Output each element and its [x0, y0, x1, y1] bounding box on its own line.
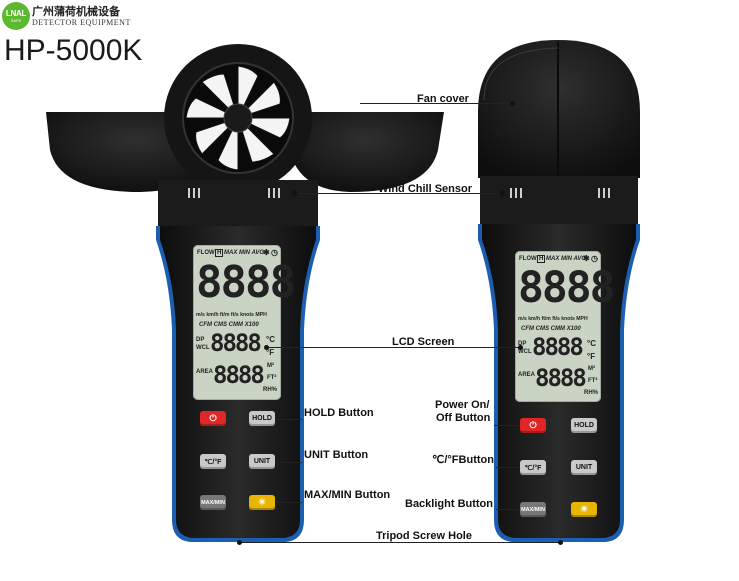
power-icon: ⏻ — [209, 413, 217, 423]
lcd-flow-units: CFM CMS CMM X100 — [199, 322, 259, 328]
lcd-main-digits: 8888 — [196, 257, 296, 308]
lcd-hold-indicator: H — [215, 249, 224, 257]
bulb-icon: ☀ — [257, 497, 267, 507]
lcd-modes-label: MAX MIN AVG — [546, 256, 586, 262]
left-unit-button[interactable]: UNIT — [249, 454, 275, 469]
callout-hold-button: HOLD Button — [304, 407, 374, 419]
lcd-wcl-label: WCL — [196, 345, 210, 351]
lcd-main-digits: 8888 — [518, 263, 616, 313]
lcd-fahrenheit: °F — [587, 352, 596, 361]
lcd-ft2: FT² — [588, 378, 598, 384]
lcd-wcl-label: WCL — [518, 349, 532, 355]
lcd-area-label: AREA — [196, 369, 214, 375]
brand-logo-subtext: SAFE — [10, 17, 22, 23]
right-power-button[interactable]: ⏻ — [520, 418, 546, 433]
brand-logo: LNAL SAFE — [2, 2, 30, 30]
callout-unit-button: UNIT Button — [304, 449, 369, 461]
callout-fan-cover: Fan cover — [417, 93, 469, 105]
lcd-speed-units: m/s km/h ft/m ft/s knots MPH — [518, 316, 588, 322]
lcd-mid-digits: 8888 — [210, 329, 262, 357]
power-leader-line — [494, 425, 520, 426]
lcd-m2: M² — [267, 363, 274, 369]
lcd-bluetooth-icon: ✱ — [263, 248, 270, 257]
backlight-leader-line — [496, 509, 520, 510]
wind-chill-dot-left — [292, 191, 297, 196]
callout-tripod-screw-hole: Tripod Screw Hole — [376, 530, 472, 542]
brand-name-cn: 广州蒲荷机械设备 — [32, 5, 120, 18]
unit-leader-line — [276, 462, 302, 463]
lcd-bluetooth-icon: ✱ — [583, 254, 590, 263]
tripod-dot-right — [558, 540, 563, 545]
lcd-timer-icon: ◷ — [591, 254, 598, 263]
lcd-leader-line — [268, 347, 523, 348]
right-unit-button[interactable]: UNIT — [571, 460, 597, 475]
lcd-flow-label: FLOW — [197, 250, 215, 256]
right-hold-button[interactable]: HOLD — [571, 418, 597, 433]
lcd-ft2: FT² — [267, 375, 277, 381]
callout-temp-button: ℃/°FButton — [432, 454, 494, 466]
callout-power-line1: Power On/ — [435, 399, 490, 411]
tripod-dot-left — [237, 540, 242, 545]
model-title: HP-5000K — [4, 34, 143, 67]
left-backlight-button[interactable]: ☀ — [249, 495, 275, 510]
lcd-dot-left — [264, 345, 269, 350]
wind-chill-leader-line — [296, 193, 502, 194]
brand-logo-text: LNAL — [5, 8, 27, 18]
left-device — [46, 44, 444, 542]
tripod-leader-line — [240, 542, 562, 543]
lcd-speed-units: m/s km/h ft/m ft/s knots MPH — [196, 312, 267, 318]
lcd-flow-label: FLOW — [519, 256, 537, 262]
right-neck — [480, 176, 638, 226]
callout-maxmin-button: MAX/MIN Button — [304, 489, 391, 501]
left-fan-cover-right-half — [288, 112, 444, 192]
left-power-button[interactable]: ⏻ — [200, 411, 226, 426]
lcd-rh: RH% — [584, 390, 599, 396]
lcd-m2: M² — [588, 366, 595, 372]
lcd-fahrenheit: °F — [266, 348, 275, 357]
left-maxmin-button[interactable]: MAX/MIN — [200, 495, 226, 510]
lcd-flow-units: CFM CMS CMM X100 — [521, 326, 581, 332]
right-temp-unit-button[interactable]: ℃/°F — [520, 460, 546, 475]
fan-cover-dot — [510, 101, 515, 106]
bulb-icon: ☀ — [579, 504, 589, 514]
callout-power-line2: Off Button — [436, 412, 491, 424]
lcd-area-digits: 8888 — [535, 364, 587, 392]
hold-leader-line — [276, 419, 302, 420]
lcd-celsius: °C — [266, 335, 275, 344]
lcd-hold-indicator: H — [537, 255, 546, 263]
lcd-modes-label: MAX MIN AVG — [224, 250, 264, 256]
right-maxmin-button[interactable]: MAX/MIN — [520, 502, 546, 517]
callout-backlight-button: Backlight Button — [405, 498, 493, 510]
power-icon: ⏻ — [529, 420, 537, 430]
left-hold-button[interactable]: HOLD — [249, 411, 275, 426]
lcd-area-label: AREA — [518, 372, 536, 378]
right-lcd-screen: FLOW H MAX MIN AVG ✱ ◷ 8888 m/s km/h ft/… — [515, 251, 616, 402]
brand-name-en: DETECTOR EQUIPMENT — [32, 18, 131, 27]
left-temp-unit-button[interactable]: ℃/°F — [200, 454, 226, 469]
maxmin-leader-line — [276, 502, 302, 503]
left-neck — [158, 180, 318, 228]
lcd-mid-digits: 8888 — [532, 333, 584, 361]
lcd-timer-icon: ◷ — [271, 248, 278, 257]
lcd-rh: RH% — [263, 387, 278, 393]
callout-lcd-screen: LCD Screen — [392, 336, 455, 348]
right-backlight-button[interactable]: ☀ — [571, 502, 597, 517]
callout-wind-chill-sensor: Wind Chill Sensor — [378, 183, 473, 195]
lcd-dot-right — [518, 345, 523, 350]
fan-cover-leader-line — [360, 103, 515, 104]
lcd-area-digits: 8888 — [213, 361, 265, 389]
wind-chill-dot-right — [500, 191, 505, 196]
temp-leader-line — [496, 467, 520, 468]
lcd-celsius: °C — [587, 339, 596, 348]
lcd-dp-label: DP — [196, 337, 205, 343]
left-lcd-screen: FLOW H MAX MIN AVG ✱ ◷ 8888 m/s km/h ft/… — [193, 245, 296, 400]
lcd-dp-label: DP — [518, 341, 527, 347]
